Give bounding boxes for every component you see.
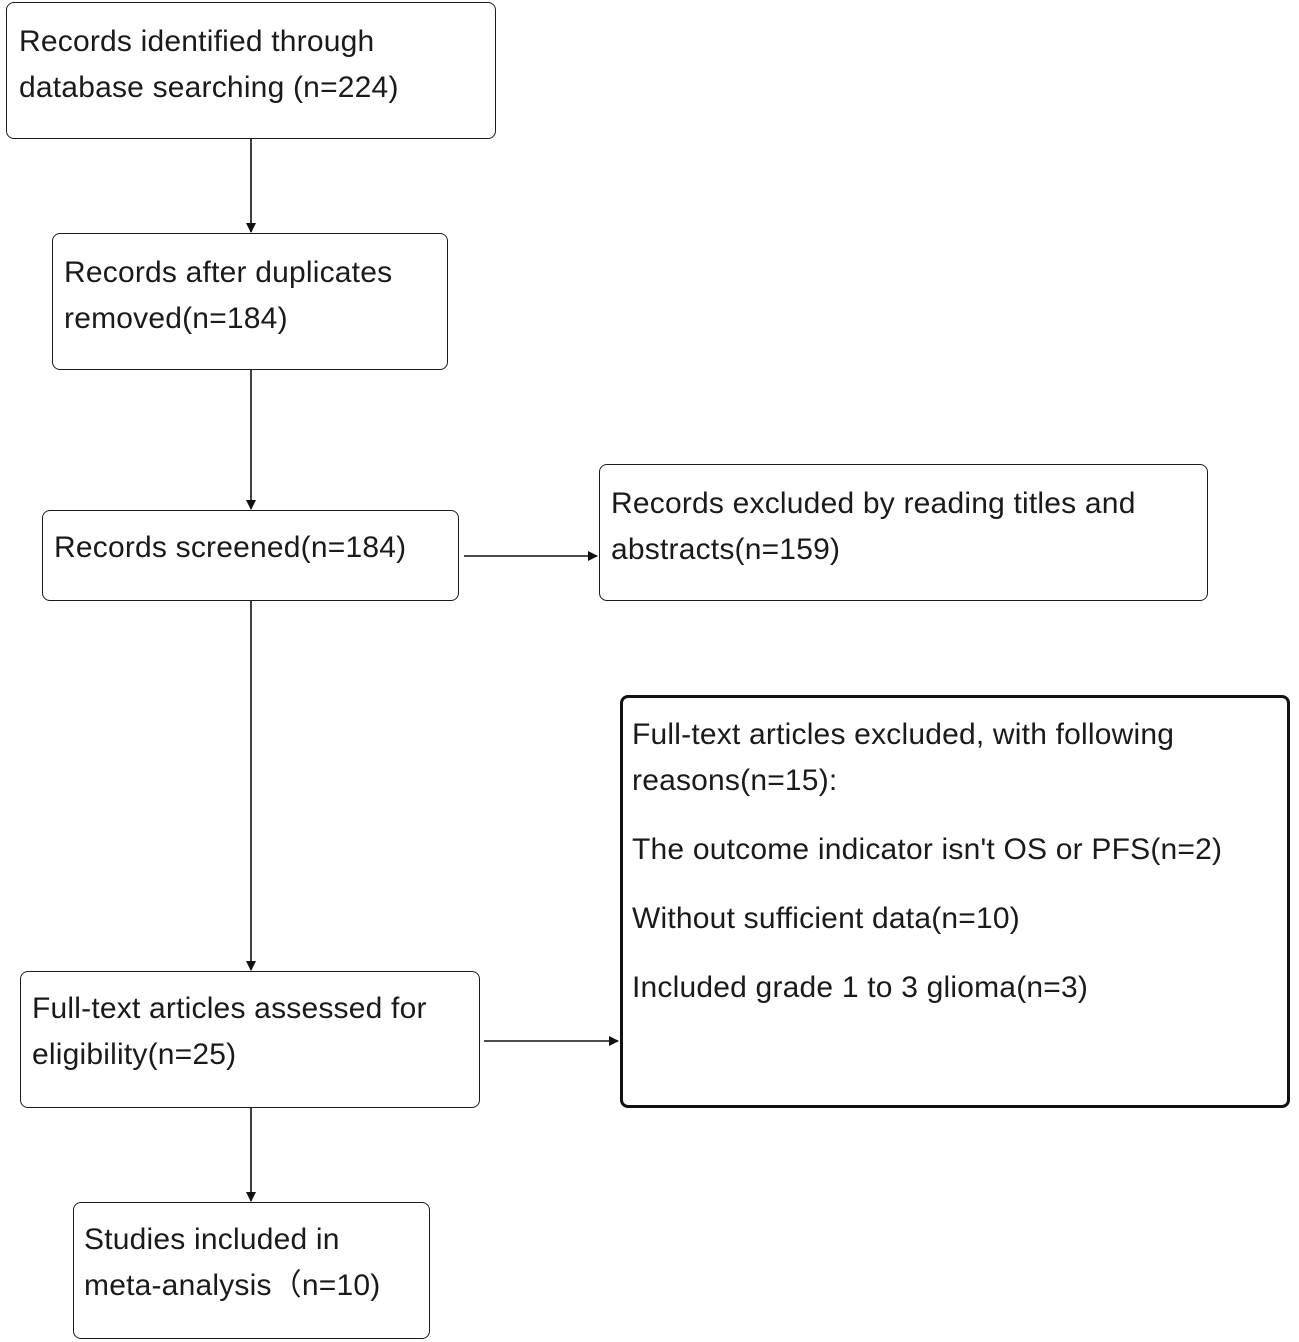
studies-included-box: Studies included in meta-analysis（n=10) [73,1202,430,1339]
records-identified-text-line-1: Records identified through [19,25,375,58]
studies-included-text-line-2: meta-analysis（n=10) [84,1269,381,1302]
records-excluded-text-line-2: abstracts(n=159) [611,533,841,566]
fulltext-assessed-box: Full-text articles assessed for eligibil… [20,971,480,1108]
duplicates-removed-text-line-2: removed(n=184) [64,302,288,335]
records-identified-text-line-2: database searching (n=224) [19,71,399,104]
records-screened-box: Records screened(n=184) [42,510,459,601]
duplicates-removed-text-line-1: Records after duplicates [64,256,393,289]
exclusion-reason-outcome: The outcome indicator isn't OS or PFS(n=… [632,833,1223,866]
exclusion-reason-grade: Included grade 1 to 3 glioma(n=3) [632,971,1089,1004]
records-excluded-text-line-1: Records excluded by reading titles and [611,487,1136,520]
records-screened-text: Records screened(n=184) [54,531,407,564]
fulltext-assessed-text-line-2: eligibility(n=25) [32,1038,237,1071]
studies-included-text-line-1: Studies included in [84,1223,340,1256]
records-identified-box: Records identified through database sear… [6,2,496,139]
fulltext-excluded-text-line-1: Full-text articles excluded, with follow… [632,718,1175,751]
fulltext-excluded-text-line-2: reasons(n=15): [632,764,838,797]
records-excluded-box: Records excluded by reading titles and a… [599,464,1208,601]
fulltext-assessed-text-line-1: Full-text articles assessed for [32,992,427,1025]
fulltext-excluded-box: Full-text articles excluded, with follow… [620,695,1290,1108]
duplicates-removed-box: Records after duplicates removed(n=184) [52,233,448,370]
exclusion-reason-data: Without sufficient data(n=10) [632,902,1020,935]
